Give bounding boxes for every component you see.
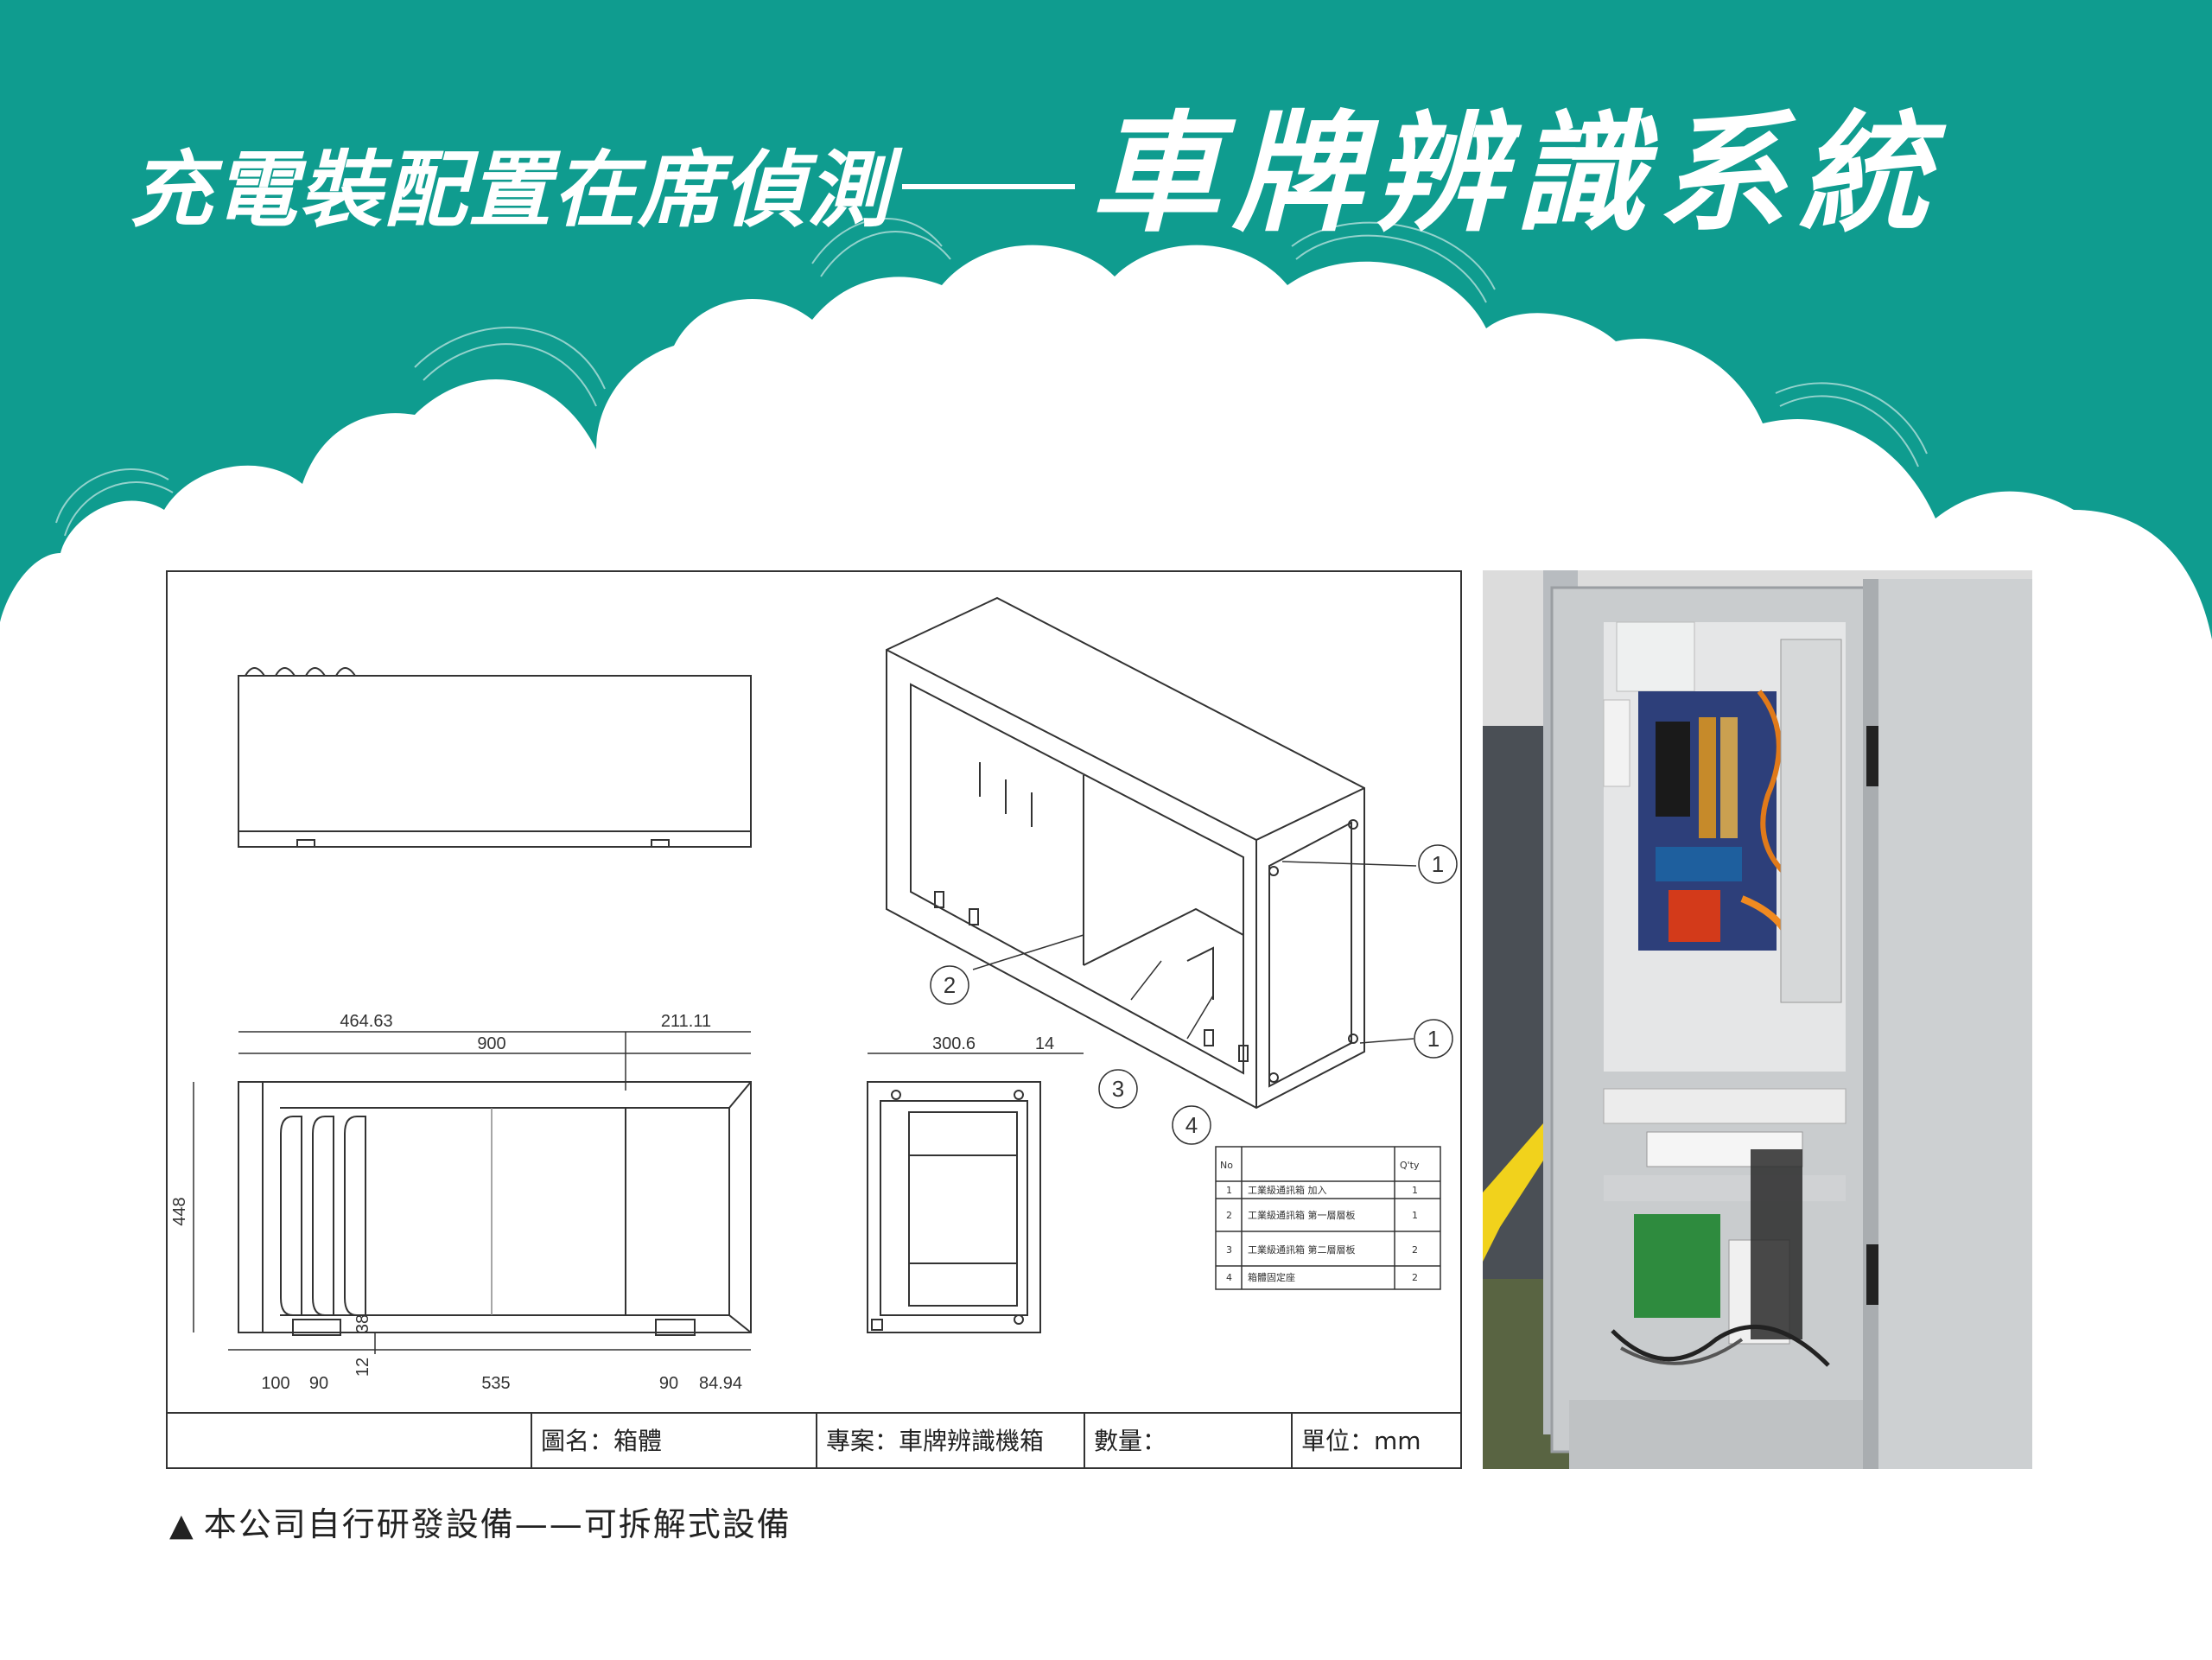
front-view <box>238 1081 752 1336</box>
dim-448: 448 <box>170 1197 189 1225</box>
balloon-3-label: 3 <box>1112 1076 1124 1102</box>
dim-211: 211.11 <box>661 1012 711 1031</box>
balloon-2 <box>930 965 969 1005</box>
table-row-3-qty: 2 <box>1412 1244 1418 1256</box>
balloon-1a <box>1418 844 1458 884</box>
dim-90b: 90 <box>659 1374 678 1393</box>
table-row-2-no: 2 <box>1226 1210 1232 1221</box>
subtitle-text: 充電裝配置在席偵測 <box>130 142 892 239</box>
balloon-2-label: 2 <box>944 972 956 998</box>
dim-535: 535 <box>481 1374 510 1393</box>
header-banner <box>0 0 2212 639</box>
leader-lines <box>972 861 1417 1044</box>
cloud-banner-shape <box>0 0 2212 639</box>
drawing-canvas: 1 2 3 4 1 464.63 211.11 900 448 300.6 14… <box>170 596 1458 1393</box>
table-row-4-no: 4 <box>1226 1272 1232 1283</box>
balloon-4-label: 4 <box>1185 1112 1198 1138</box>
dim-300: 300.6 <box>932 1034 976 1053</box>
table-row-2-desc: 工業級通訊箱 第一層層板 <box>1248 1209 1356 1221</box>
top-view <box>238 667 752 848</box>
page-title: 充電裝配置在席偵測 車牌辨識系統 <box>130 69 1941 250</box>
title-block-quantity: 數量： <box>1084 1414 1291 1469</box>
title-block-blank <box>168 1414 531 1469</box>
dim-14: 14 <box>1035 1034 1054 1053</box>
caption-text: 本公司自行研發設備——可拆解式設備 <box>203 1505 791 1543</box>
parts-table-grid <box>1215 1146 1441 1290</box>
table-row-3-no: 3 <box>1226 1244 1232 1256</box>
table-row-1-desc: 工業級通訊箱 加入 <box>1248 1184 1327 1196</box>
dim-90a: 90 <box>309 1374 328 1393</box>
table-row-1-qty: 1 <box>1412 1185 1418 1196</box>
dim-12: 12 <box>353 1358 372 1377</box>
main-title-text: 車牌辨識系統 <box>1090 99 1942 250</box>
table-row-2-qty: 1 <box>1412 1210 1418 1221</box>
title-block-drawing-name: 圖名：箱體 <box>531 1414 816 1469</box>
balloon-callouts <box>930 844 1458 1145</box>
dim-38: 38 <box>353 1314 372 1333</box>
balloon-3 <box>1098 1069 1138 1109</box>
dim-464: 464.63 <box>340 1012 392 1031</box>
side-view <box>867 1081 1041 1333</box>
table-row-1-no: 1 <box>1226 1185 1232 1196</box>
balloon-1b-label: 1 <box>1427 1026 1440 1052</box>
dimension-lines <box>193 1031 1084 1354</box>
table-row-4-qty: 2 <box>1412 1272 1418 1283</box>
table-header-qty: Q'ty <box>1400 1160 1420 1171</box>
cloud-edge-lines <box>55 218 1928 537</box>
title-block-unit: 單位：mm <box>1291 1414 1460 1469</box>
title-block-project: 專案：車牌辨識機箱 <box>816 1414 1084 1469</box>
balloon-1b <box>1414 1019 1453 1059</box>
balloon-4 <box>1172 1105 1211 1145</box>
triangle-icon: ▲ <box>169 1508 195 1543</box>
table-row-3-desc: 工業級通訊箱 第二層層板 <box>1248 1243 1356 1256</box>
isometric-view <box>886 596 1365 1110</box>
title-block: 圖名：箱體 專案：車牌辨識機箱 數量： 單位：mm <box>168 1412 1460 1469</box>
balloon-1a-label: 1 <box>1432 851 1444 877</box>
dim-100: 100 <box>261 1374 289 1393</box>
cabinet-photo <box>1483 570 2032 1469</box>
dim-900: 900 <box>477 1034 505 1053</box>
dim-8494: 84.94 <box>699 1374 742 1393</box>
technical-drawing: 1 2 3 4 1 464.63 211.11 900 448 300.6 14… <box>166 570 1462 1469</box>
title-dash <box>902 184 1075 189</box>
table-header-no: No <box>1220 1160 1233 1171</box>
table-row-4-desc: 箱體固定座 <box>1248 1271 1295 1283</box>
figure-caption: ▲本公司自行研發設備——可拆解式設備 <box>169 1498 791 1545</box>
cabinet-photo-illustration <box>1483 570 2032 1469</box>
